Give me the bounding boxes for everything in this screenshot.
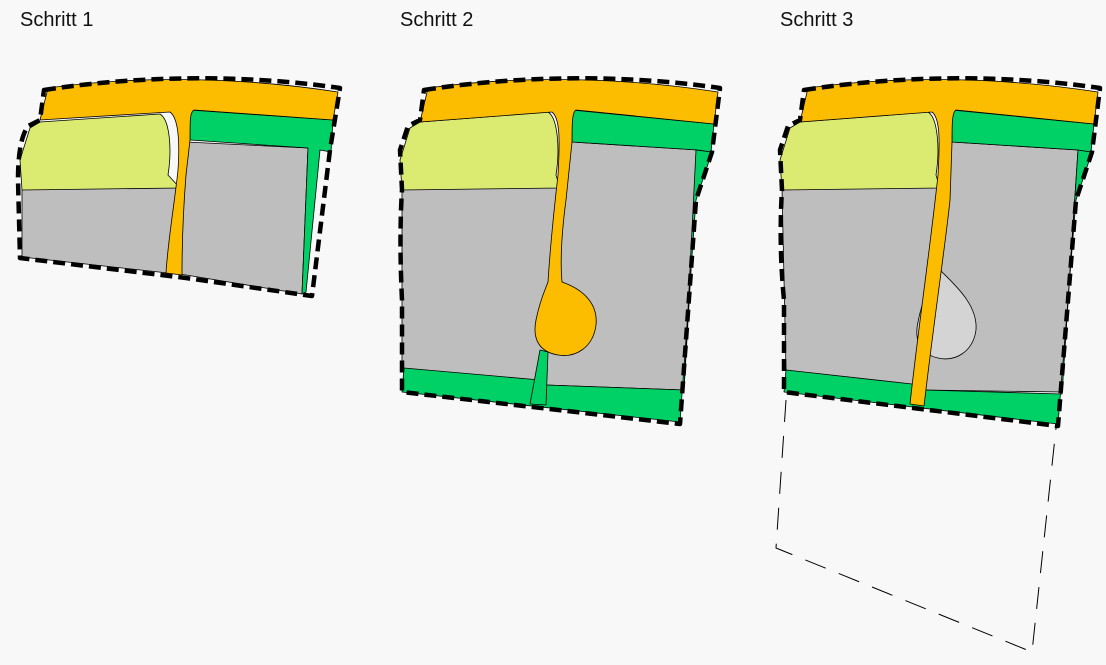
step-1-plan: [15, 76, 343, 299]
step-3-plan: [775, 76, 1103, 653]
step-1-title: Schritt 1: [20, 9, 94, 31]
step-2-access-strip: [529, 349, 549, 406]
step-2-street: [419, 79, 719, 356]
step-3-yellow-green-area: [779, 111, 941, 191]
step-3-street: [799, 79, 1099, 407]
step-3-title: Schritt 3: [780, 9, 854, 31]
step-3-future-expansion-outline: [775, 399, 1057, 653]
step-2-dashed-boundary: [397, 76, 723, 427]
step-1-dashed-boundary: [15, 76, 343, 299]
step-3-dashed-boundary: [777, 76, 1103, 429]
step-1-yellow-green-area: [19, 113, 181, 191]
step-1-green-strip: [189, 109, 334, 295]
step-2-title: Schritt 2: [400, 9, 474, 31]
step-2-plan: [397, 76, 723, 427]
step-2-yellow-green-area: [399, 111, 561, 191]
